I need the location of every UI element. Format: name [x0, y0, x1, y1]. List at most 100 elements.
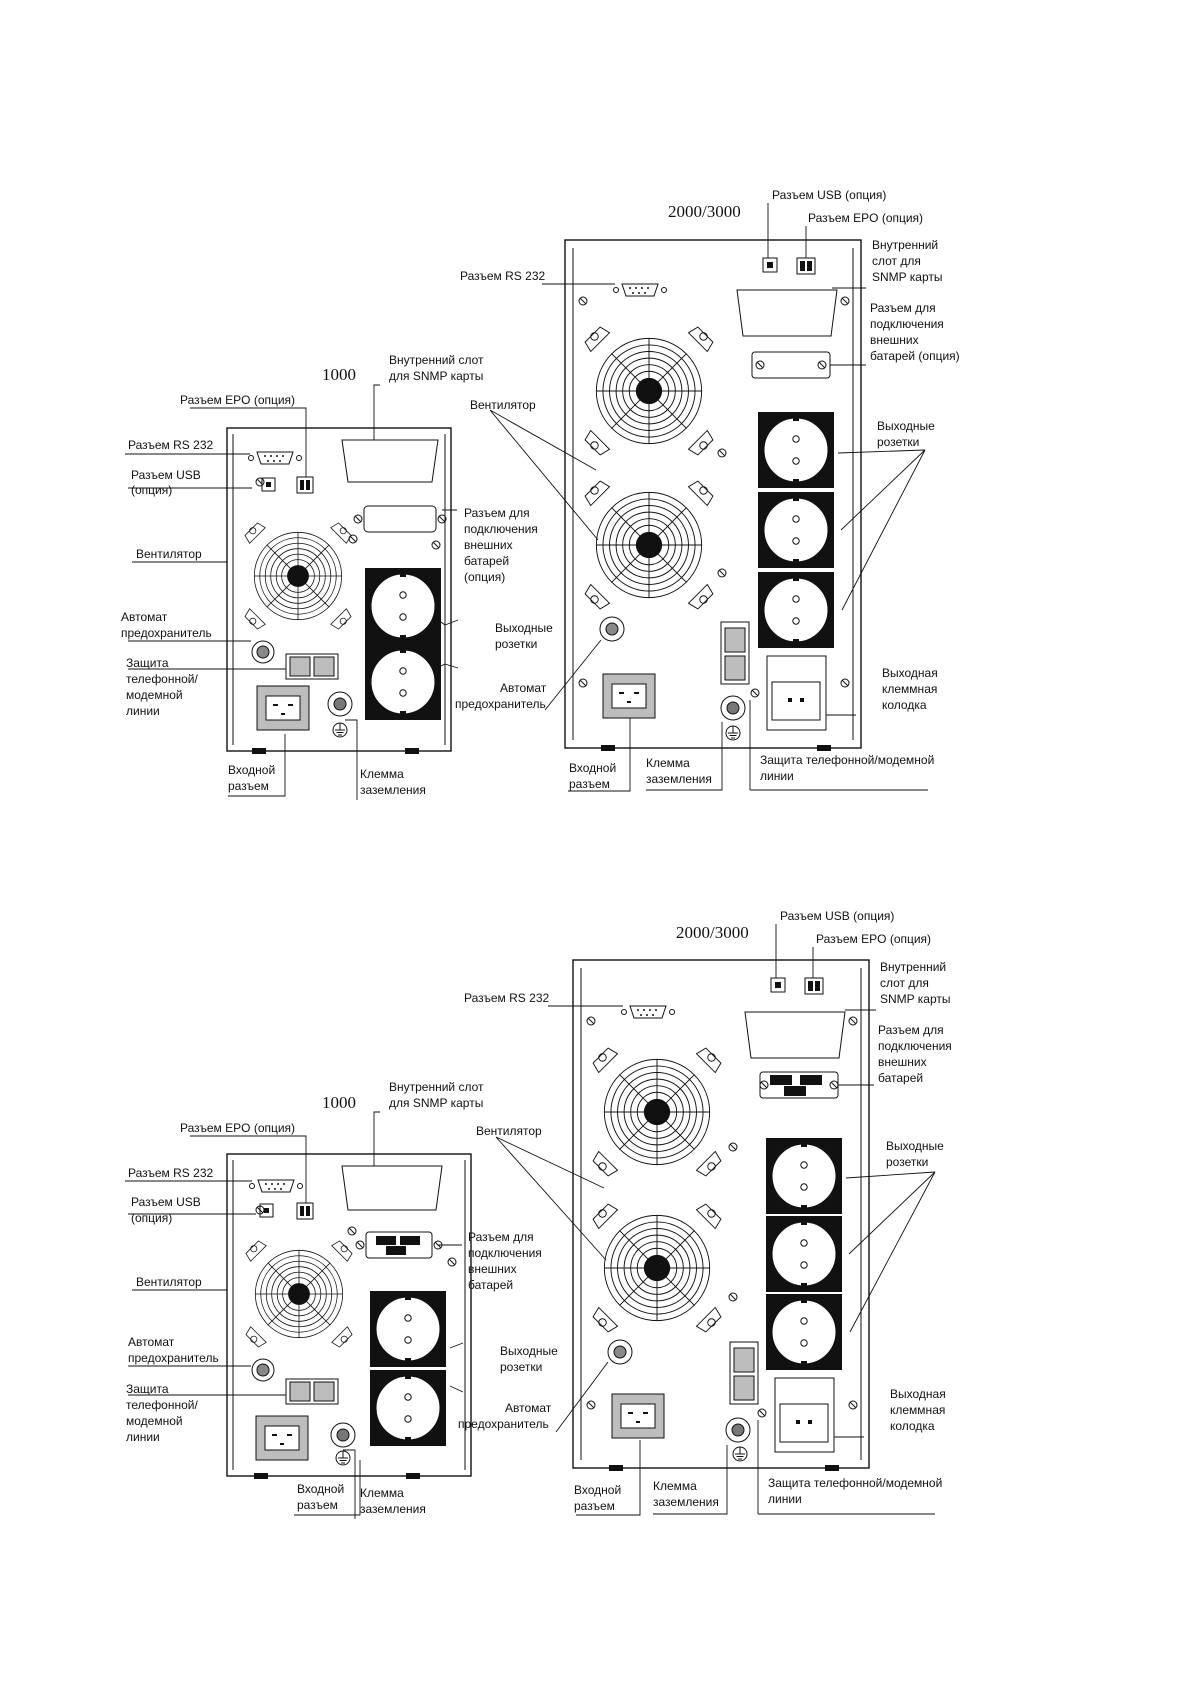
model-label: 2000/3000: [668, 202, 741, 221]
ups-3000-rear-panel: 2000/3000: [458, 909, 952, 1516]
output-socket-1: [369, 1290, 447, 1368]
model-label: 2000/3000: [676, 923, 749, 942]
snmp-slot: [744, 1011, 846, 1059]
input-inlet: [256, 685, 310, 731]
epo-port: [296, 1202, 314, 1220]
fan-2: [584, 480, 714, 610]
input-inlet: [602, 673, 656, 719]
output-socket-2: [757, 491, 835, 569]
output-socket-2: [364, 643, 442, 721]
snmp-slot: [736, 289, 838, 337]
fan: [244, 522, 352, 630]
label-usb: Разъем USB(опция): [131, 468, 201, 497]
label-epo: Разъем EPO (опция): [180, 393, 295, 407]
ups-1000-rear-panel: 1000 Внутре: [125, 1080, 558, 1519]
output-socket-1: [757, 411, 835, 489]
rs232-port: [621, 1005, 675, 1019]
rs232-port: [613, 283, 667, 297]
epo-port: [804, 977, 824, 995]
phone-protection: [729, 1341, 759, 1405]
output-terminal-block: [774, 1377, 835, 1453]
fan-2: [592, 1203, 722, 1333]
output-terminal-block: [766, 655, 827, 731]
output-socket-2: [369, 1369, 447, 1447]
phone-protection: [720, 621, 750, 685]
phone-protection: [285, 653, 339, 680]
label-rs232: Разъем RS 232: [460, 269, 545, 283]
label-epo: Разъем EPO (опция): [816, 932, 931, 946]
breaker: [251, 640, 275, 664]
label-rs232: Разъем RS 232: [464, 991, 549, 1005]
usb-port: [770, 977, 786, 993]
breaker: [251, 1358, 275, 1382]
ups-3000-rear-panel: 2000/3000: [455, 188, 960, 792]
label-rs232: Разъем RS 232: [128, 1166, 213, 1180]
chassis: [572, 959, 870, 1469]
rs232-port: [249, 1179, 303, 1193]
label-usb: Разъем USB(опция): [131, 1195, 201, 1225]
epo-port: [796, 257, 816, 275]
ground-terminal: [720, 695, 746, 721]
fan: [245, 1240, 353, 1348]
fan-1: [584, 326, 714, 456]
label-fan: Вентилятор: [470, 398, 536, 412]
ground-terminal: [330, 1422, 356, 1448]
snmp-slot: [341, 1165, 443, 1211]
model-label: 1000: [322, 365, 356, 384]
output-socket-2: [765, 1215, 843, 1293]
fan-1: [592, 1047, 722, 1177]
input-inlet: [255, 1415, 309, 1461]
breaker: [599, 616, 625, 642]
label-fan: Вентилятор: [136, 1275, 202, 1289]
model-label: 1000: [322, 1093, 356, 1112]
ground-terminal: [725, 1417, 751, 1443]
ground-terminal: [327, 691, 353, 717]
usb-port: [762, 257, 778, 273]
chassis: [226, 427, 452, 752]
phone-protection: [285, 1378, 339, 1405]
label-usb: Разъем USB (опция): [780, 909, 894, 923]
label-usb: Разъем USB (опция): [772, 188, 886, 202]
epo-port: [296, 476, 314, 494]
chassis: [564, 239, 862, 749]
output-socket-3: [765, 1293, 843, 1371]
battery-port: [363, 505, 437, 533]
label-epo: Разъем EPO (опция): [808, 211, 923, 225]
snmp-slot: [341, 439, 439, 483]
output-socket-1: [364, 567, 442, 645]
label-rs232: Разъем RS 232: [128, 438, 213, 452]
output-socket-1: [765, 1137, 843, 1215]
battery-port: [365, 1231, 433, 1259]
output-socket-3: [757, 571, 835, 649]
rs232-port: [248, 451, 302, 465]
label-epo: Разъем EPO (опция): [180, 1121, 295, 1135]
input-inlet: [611, 1393, 665, 1439]
